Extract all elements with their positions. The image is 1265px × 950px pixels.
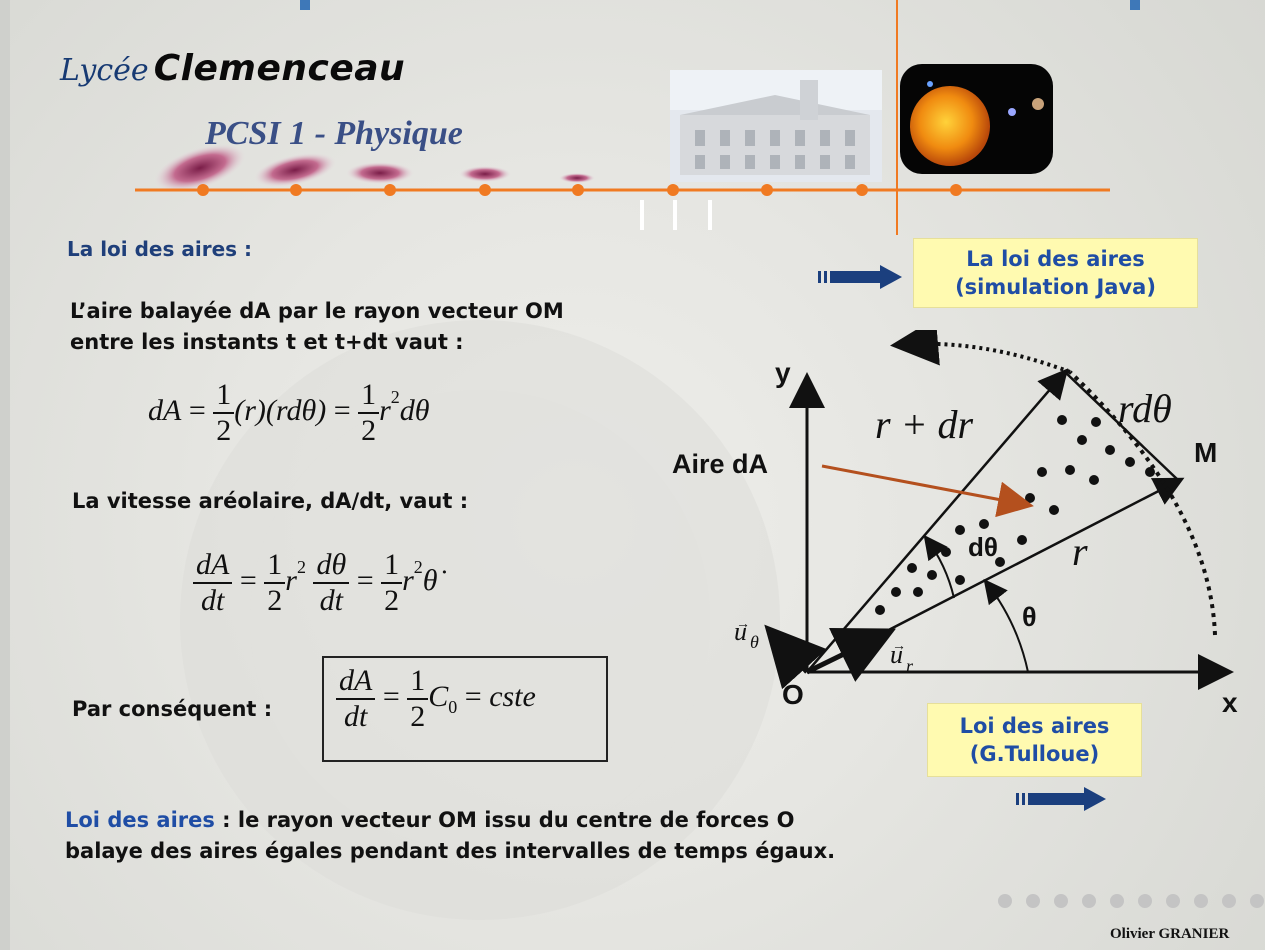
nav-dot-10[interactable] [1250,894,1264,908]
constant-equation-box [322,656,608,762]
tulloue-link[interactable]: Loi des aires (G.Tulloue) [927,703,1142,777]
r-dtheta-label: rdθ [1118,386,1172,431]
eq1-r: r [379,393,391,427]
eq2-r-2: r [402,563,414,597]
intro-line-1: L’aire balayée dA par le rayon vecteur O… [70,299,564,323]
eq3-sub: 0 [448,696,458,717]
course-title: PCSI 1 - Physique [205,115,463,152]
u-theta-label: u [734,617,747,646]
eq2-r: r [285,563,297,597]
eq1-lhs: dA [148,393,182,427]
nav-dot-6[interactable] [1138,894,1152,908]
x-axis-label: x [1222,687,1238,718]
eq1-equal: = [188,393,206,427]
intro-line-2: entre les instants t et t+dt vaut : [70,330,464,354]
u-theta-sub: θ [750,632,759,652]
tulloue-link-line-1: Loi des aires [959,714,1110,738]
eq2-exp: 2 [296,556,306,577]
header-decoration [135,143,1110,230]
author-credit: Olivier GRANIER [1110,926,1230,942]
dtheta-label: dθ [968,532,998,562]
java-link-line-2: (simulation Java) [955,275,1156,299]
r-plus-dr-label: r + dr [875,402,974,447]
nav-dot-5[interactable] [1110,894,1124,908]
java-link-arrow-icon[interactable] [810,262,910,292]
r-label: r [1072,529,1088,574]
conclusion: Loi des aires : le rayon vecteur OM issu… [65,805,835,867]
eq2-exp-2: 2 [413,556,423,577]
java-link-line-1: La loi des aires [966,247,1145,271]
school-name: Lycée Clemenceau [60,48,405,89]
svg-text:→: → [736,615,750,631]
point-m-label: M [1194,437,1217,468]
nav-dot-9[interactable] [1222,894,1236,908]
school-title: Clemenceau [153,48,406,89]
eq3-cste: cste [489,679,536,713]
eq2-thetadot: θ̇ [422,563,438,597]
conclusion-keyword: Loi des aires [65,808,215,832]
consequent-label: Par conséquent : [72,697,273,721]
u-r-label: u [890,640,903,669]
svg-text:→: → [892,637,906,653]
origin-label: O [782,679,804,710]
conclusion-line-2: balaye des aires égales pendant des inte… [65,839,836,863]
y-axis-label: y [775,357,791,388]
solar-system-image [900,64,1053,174]
eq1-product: (r)(rdθ) [234,393,327,427]
nav-dot-7[interactable] [1166,894,1180,908]
nav-dot-8[interactable] [1194,894,1208,908]
slide-background [180,0,1140,920]
school-prefix: Lycée [60,53,149,88]
section-title: La loi des aires : [67,237,253,261]
eq3-c: C [428,679,449,713]
theta-label: θ [1022,602,1037,632]
nav-dot-3[interactable] [1054,894,1068,908]
intro-text: L’aire balayée dA par le rayon vecteur O… [70,296,564,358]
conclusion-line-1: : le rayon vecteur OM issu du centre de … [214,808,795,832]
java-simulation-link[interactable]: La loi des aires (simulation Java) [913,238,1198,308]
nav-dot-4[interactable] [1082,894,1096,908]
area-law-diagram: y x O M Aire dA r + dr rdθ r dθ θ u θ u … [672,330,1238,718]
aire-label: Aire dA [672,449,768,479]
eq1-dtheta: dθ [399,393,430,427]
nav-dot-1[interactable] [998,894,1012,908]
eq1-equal-2: = [333,393,351,427]
vitesse-label: La vitesse aréolaire, dA/dt, vaut : [72,489,469,513]
tulloue-link-arrow-icon[interactable] [1008,784,1114,814]
u-r-sub: r [906,656,914,676]
nav-dot-2[interactable] [1026,894,1040,908]
slide: Lycée Clemenceau PCSI 1 - Physique [10,0,1265,950]
lycee-building-image [670,70,882,182]
eq1-exp: 2 [390,386,400,407]
tulloue-link-line-2: (G.Tulloue) [969,742,1100,766]
